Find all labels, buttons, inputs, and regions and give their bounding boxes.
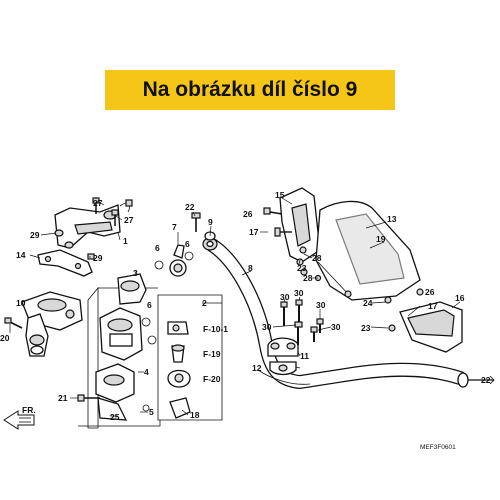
front-arrow-icon: FR. (3, 405, 36, 430)
callout-30-d: 30 (316, 300, 326, 310)
callout-27-b: 27 (124, 215, 134, 225)
stay-14 (37, 249, 95, 277)
callout-30-a: 30 (280, 292, 290, 302)
cowl-stay-15 (263, 187, 321, 263)
callout-3: 3 (133, 268, 138, 278)
callout-14: 14 (16, 250, 26, 260)
callout-numbers: 1 2 3 4 5 6 6 6 7 8 9 10 11 12 13 14 15 … (0, 190, 491, 422)
callout-25: 25 (110, 412, 120, 422)
handlebar-holder-upper (267, 337, 299, 357)
callout-30-b: 30 (294, 288, 304, 298)
callout-6-c: 6 (185, 239, 190, 249)
meter-bracket-1 (54, 197, 133, 249)
callout-29-a: 29 (30, 230, 40, 240)
callout-6-b: 6 (155, 243, 160, 253)
leader-lines (9, 197, 486, 417)
callout-11: 11 (300, 351, 309, 361)
callout-19: 19 (376, 234, 386, 244)
callout-7: 7 (172, 222, 177, 232)
callout-23-a: 23 (297, 263, 307, 273)
callout-26-a: 26 (243, 209, 253, 219)
callout-13: 13 (387, 214, 397, 224)
callout-23-b: 23 (361, 323, 371, 333)
part-number-banner: Na obrázku díl číslo 9 (105, 70, 395, 110)
figure-references: F-10-1 F-19 F-20 (203, 324, 228, 384)
callout-27-a: 27 (93, 198, 103, 208)
callout-10: 10 (16, 298, 26, 308)
callout-26-b: 26 (425, 287, 435, 297)
callout-22-b: 22 (481, 375, 491, 385)
callout-18: 18 (190, 410, 200, 420)
callout-30-e: 30 (331, 322, 341, 332)
bolt-group-30 (280, 299, 324, 345)
key-7 (154, 244, 194, 277)
ignition-switch-10 (4, 291, 83, 357)
callout-30-c: 30 (262, 322, 272, 332)
callout-28-b: 28 (303, 273, 313, 283)
callout-22-a: 22 (185, 202, 195, 212)
callout-12: 12 (252, 363, 262, 373)
callout-6-a: 6 (147, 300, 152, 310)
side-cover-16 (384, 288, 463, 353)
callout-8: 8 (248, 263, 253, 273)
ref-f19: F-19 (203, 349, 221, 359)
diagram-code: MEF3F0601 (420, 444, 456, 451)
handle-switch-assembly (77, 273, 157, 421)
callout-17-b: 17 (428, 301, 438, 311)
ref-f20: F-20 (203, 374, 221, 384)
callout-16: 16 (455, 293, 465, 303)
callout-29-b: 29 (93, 253, 103, 263)
front-arrow-label: FR. (22, 405, 36, 415)
callout-9: 9 (208, 217, 213, 227)
callout-2: 2 (202, 298, 207, 308)
handlebar-holder-lower (269, 361, 297, 376)
fref-parts (167, 321, 191, 419)
callout-28-a: 28 (312, 253, 322, 263)
callout-5: 5 (149, 407, 154, 417)
callout-4: 4 (144, 367, 149, 377)
callout-21: 21 (58, 393, 68, 403)
callout-15: 15 (275, 190, 285, 200)
ref-f10-1: F-10-1 (203, 324, 228, 334)
callout-24: 24 (363, 298, 373, 308)
callout-20: 20 (0, 333, 10, 343)
callout-17-a: 17 (249, 227, 259, 237)
callout-1: 1 (123, 236, 128, 246)
banner-text: Na obrázku díl číslo 9 (142, 78, 358, 101)
